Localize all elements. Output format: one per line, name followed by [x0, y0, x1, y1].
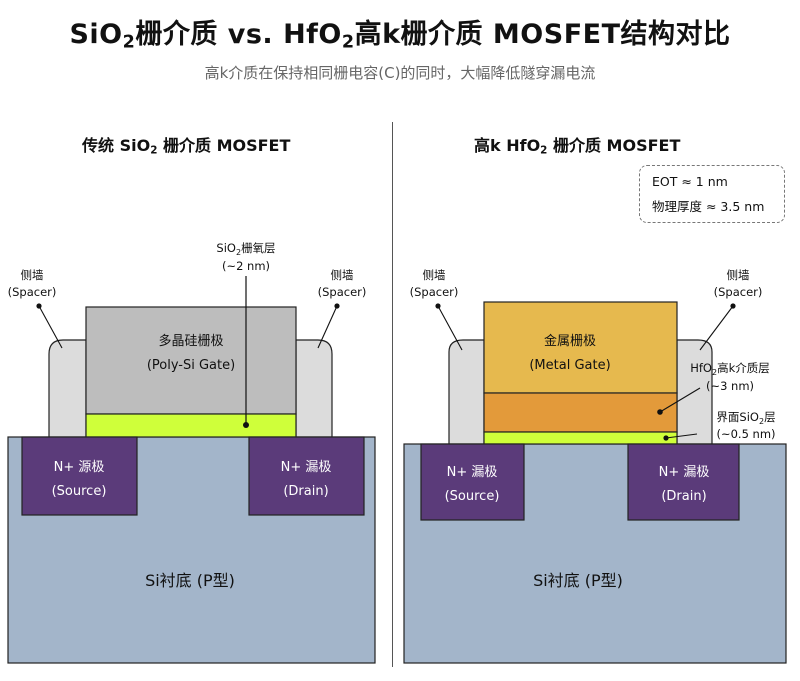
left-oxide-dot — [243, 422, 249, 428]
right-spacer-left-label-en: (Spacer) — [410, 285, 459, 299]
right-panel-title: 高k HfO2 栅介质 MOSFET — [474, 136, 681, 157]
left-sio2-layer — [85, 413, 297, 438]
left-poly-gate — [85, 306, 297, 415]
left-spacer-left — [48, 339, 87, 438]
right-source-label-en: (Source) — [445, 489, 500, 504]
right-gate-label-en: (Metal Gate) — [529, 358, 610, 373]
right-spacer-right-leader — [699, 305, 734, 351]
left-spacer-right-label: 侧墙 — [331, 268, 354, 282]
right-source — [420, 443, 525, 521]
right-hfo2-leader — [659, 387, 701, 413]
eot-value: EOT ≈ 1 nm — [652, 174, 728, 189]
page-subtitle: 高k介质在保持相同栅电容(C)的同时，大幅降低隧穿漏电流 — [204, 64, 596, 82]
left-source-label: N+ 源极 — [54, 460, 105, 475]
left-drain-label: N+ 漏极 — [281, 459, 332, 475]
right-substrate-label: Si衬底 (P型) — [533, 571, 623, 590]
right-interface-sio2-layer — [483, 431, 678, 445]
right-hfo2-thickness: (~3 nm) — [706, 379, 754, 393]
right-mosfet: 金属栅极 (Metal Gate) N+ 漏极 (Source) N+ 漏极 (… — [403, 268, 787, 664]
left-drain-label-en: (Drain) — [283, 484, 328, 499]
left-spacer-left-label-en: (Spacer) — [8, 285, 57, 299]
left-gate-label: 多晶硅栅极 — [158, 333, 223, 349]
right-spacer-left-leader — [437, 305, 463, 351]
right-interface-thickness: (~0.5 nm) — [716, 427, 775, 441]
eot-info-box: EOT ≈ 1 nm 物理厚度 ≈ 3.5 nm — [639, 165, 785, 223]
panel-divider — [392, 122, 393, 667]
left-source-label-en: (Source) — [52, 484, 107, 499]
right-hfo2-layer — [483, 392, 678, 433]
right-source-label: N+ 漏极 — [447, 464, 498, 480]
physical-thickness: 物理厚度 ≈ 3.5 nm — [652, 199, 765, 214]
right-drain — [627, 443, 740, 521]
left-spacer-right — [295, 339, 333, 438]
right-drain-label: N+ 漏极 — [659, 464, 710, 480]
right-spacer-left-label: 侧墙 — [423, 268, 446, 282]
left-spacer-right-leader — [317, 305, 338, 349]
right-spacer-right-label: 侧墙 — [727, 268, 750, 282]
right-spacer-right — [676, 339, 713, 445]
right-interface-dot — [663, 435, 669, 441]
right-gate-label: 金属栅极 — [544, 333, 596, 349]
right-drain-label-en: (Drain) — [661, 489, 706, 504]
right-spacer-left — [448, 339, 485, 445]
left-drain — [248, 436, 365, 516]
page-title: SiO2栅介质 vs. HfO2高k栅介质 MOSFET结构对比 — [69, 19, 731, 53]
left-oxide-label: SiO2栅氧层 — [216, 241, 275, 257]
right-spacer-right-label-en: (Spacer) — [714, 285, 763, 299]
right-interface-leader — [665, 433, 698, 439]
left-spacer-left-leader — [38, 305, 63, 349]
right-hfo2-label: HfO2高k介质层 — [690, 361, 770, 377]
left-spacer-left-label: 侧墙 — [21, 268, 44, 282]
left-oxide-thickness: (~2 nm) — [222, 259, 270, 273]
right-hfo2-dot — [657, 409, 663, 415]
left-spacer-right-label-en: (Spacer) — [318, 285, 367, 299]
left-substrate-label: Si衬底 (P型) — [145, 571, 235, 590]
right-interface-label: 界面SiO2层 — [716, 410, 775, 426]
left-mosfet: 多晶硅栅极 (Poly-Si Gate) N+ 源极 (Source) N+ 漏… — [7, 241, 376, 664]
left-source — [21, 436, 138, 516]
left-gate-label-en: (Poly-Si Gate) — [147, 358, 235, 373]
left-panel-title: 传统 SiO2 栅介质 MOSFET — [82, 136, 291, 157]
